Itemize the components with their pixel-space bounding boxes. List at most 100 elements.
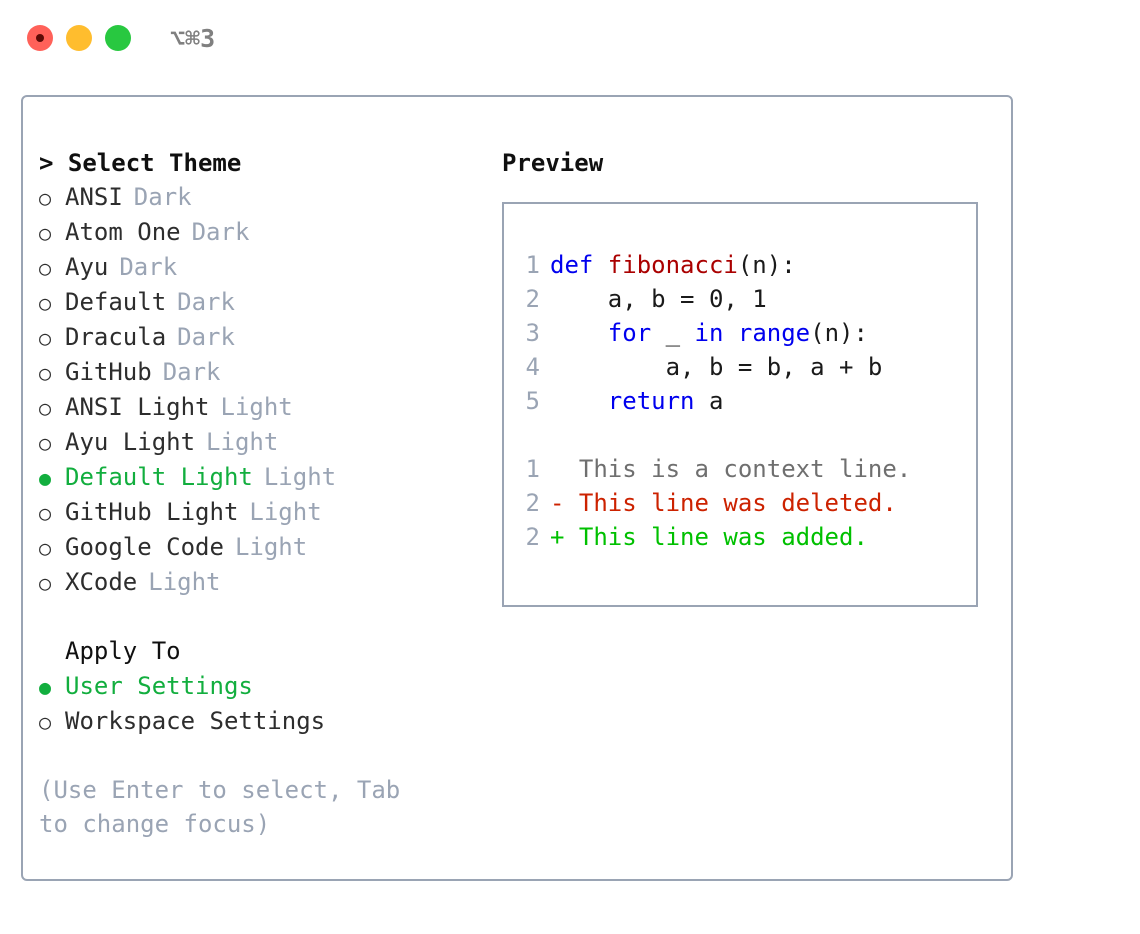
code-token: a, b = 0, 1	[550, 285, 767, 313]
diff-marker: +	[550, 523, 565, 551]
code-line-text: def fibonacci(n):	[550, 248, 796, 282]
radio-unselected-icon: ○	[39, 326, 52, 350]
traffic-lights	[27, 25, 131, 51]
line-number: 1	[525, 251, 540, 279]
apply-to-option-user-settings[interactable]: ● User Settings	[39, 669, 489, 704]
diff-line-text: This is a context line.	[564, 455, 912, 483]
theme-option-label: ANSI Light	[65, 393, 210, 421]
line-number: 2	[525, 489, 540, 517]
line-number: 3	[525, 319, 540, 347]
theme-option-label: GitHub Light	[65, 498, 239, 526]
radio-unselected-icon: ○	[39, 361, 52, 385]
code-token: (n):	[737, 251, 796, 279]
diff-marker: -	[550, 489, 565, 517]
radio-unselected-icon: ○	[39, 710, 52, 734]
theme-option-xcode[interactable]: ○ XCode Light	[39, 565, 489, 600]
theme-option-variant: Dark	[119, 253, 178, 281]
radio-selected-icon: ●	[39, 466, 52, 490]
theme-option-ayu[interactable]: ○ Ayu Dark	[39, 250, 489, 285]
code-line: 5 return a	[504, 384, 976, 418]
code-line: 2 a, b = 0, 1	[504, 282, 976, 316]
diff-block: 1 This is a context line. 2- This line wa…	[504, 452, 976, 554]
minimize-window-button[interactable]	[66, 25, 92, 51]
theme-option-variant: Dark	[177, 323, 235, 351]
theme-option-github[interactable]: ○ GitHub Dark	[39, 355, 489, 390]
code-line: 1 def fibonacci(n):	[504, 248, 976, 282]
theme-option-variant: Light	[206, 428, 279, 456]
maximize-window-button[interactable]	[105, 25, 131, 51]
code-token: a, b = b, a + b	[550, 353, 883, 381]
theme-option-ansi[interactable]: ○ ANSI Dark	[39, 180, 489, 215]
radio-unselected-icon: ○	[39, 396, 52, 420]
theme-option-variant: Light	[249, 498, 322, 526]
code-token	[723, 319, 737, 347]
radio-unselected-icon: ○	[39, 501, 52, 525]
theme-option-github-light[interactable]: ○ GitHub Light Light	[39, 495, 489, 530]
line-number: 4	[525, 353, 540, 381]
close-window-button[interactable]	[27, 25, 53, 51]
radio-unselected-icon: ○	[39, 256, 52, 280]
radio-unselected-icon: ○	[39, 291, 52, 315]
title-bar: ⌥⌘3	[0, 0, 1140, 78]
radio-selected-icon: ●	[39, 675, 52, 699]
code-line-text: for _ in range(n):	[550, 316, 868, 350]
keyboard-hint: (Use Enter to select, Tab to change focu…	[39, 776, 401, 838]
code-token	[550, 319, 608, 347]
code-line: 3 for _ in range(n):	[504, 316, 976, 350]
theme-option-variant: Dark	[162, 358, 221, 386]
theme-option-variant: Dark	[133, 183, 192, 211]
diff-line-text: This line was added.	[564, 523, 868, 551]
code-token: fibonacci	[607, 251, 738, 279]
radio-unselected-icon: ○	[39, 571, 52, 595]
apply-to-option-label: User Settings	[65, 672, 253, 700]
theme-option-label: GitHub	[65, 358, 152, 386]
diff-line-text: This line was deleted.	[564, 489, 897, 517]
code-line-text: a, b = b, a + b	[550, 350, 883, 384]
theme-option-variant: Light	[148, 568, 221, 596]
code-token: _	[651, 319, 695, 347]
apply-to-option-workspace-settings[interactable]: ○ Workspace Settings	[39, 704, 489, 739]
theme-option-label: Ayu	[65, 253, 109, 281]
code-token: a	[694, 387, 724, 415]
theme-option-ansi-light[interactable]: ○ ANSI Light Light	[39, 390, 489, 425]
preview-title: Preview	[502, 149, 604, 177]
theme-option-variant: Light	[220, 393, 293, 421]
code-blank-line	[504, 418, 976, 452]
radio-unselected-icon: ○	[39, 221, 52, 245]
page-title: > Select Theme	[39, 149, 242, 177]
code-token: return	[607, 387, 695, 415]
apply-to-option-label: Workspace Settings	[65, 707, 326, 735]
theme-option-variant: Dark	[191, 218, 250, 246]
code-token: range	[737, 319, 811, 347]
diff-marker	[550, 452, 564, 486]
theme-option-label: Google Code	[65, 533, 224, 561]
code-token: (n):	[810, 319, 868, 347]
diff-line: 1 This is a context line.	[504, 452, 976, 486]
apply-to-heading: ○ Apply To	[39, 634, 489, 669]
code-line-text: return a	[550, 384, 724, 418]
keyboard-shortcut-label: ⌥⌘3	[170, 24, 216, 53]
radio-unselected-icon: ○	[39, 186, 52, 210]
list-spacer	[39, 600, 489, 634]
diff-line: 2 + This line was added.	[504, 520, 976, 554]
theme-option-label: Default Light	[65, 463, 253, 491]
theme-option-label: Default	[65, 288, 167, 316]
line-number: 2	[525, 523, 540, 551]
code-line-text: a, b = 0, 1	[550, 282, 767, 316]
theme-option-label: ANSI	[65, 183, 123, 211]
code-token: in	[694, 319, 724, 347]
apply-to-list[interactable]: ● User Settings ○ Workspace Settings	[39, 669, 489, 739]
theme-option-label: XCode	[65, 568, 138, 596]
heading-bullet-placeholder: ○	[39, 635, 65, 669]
theme-option-label: Ayu Light	[65, 428, 196, 456]
